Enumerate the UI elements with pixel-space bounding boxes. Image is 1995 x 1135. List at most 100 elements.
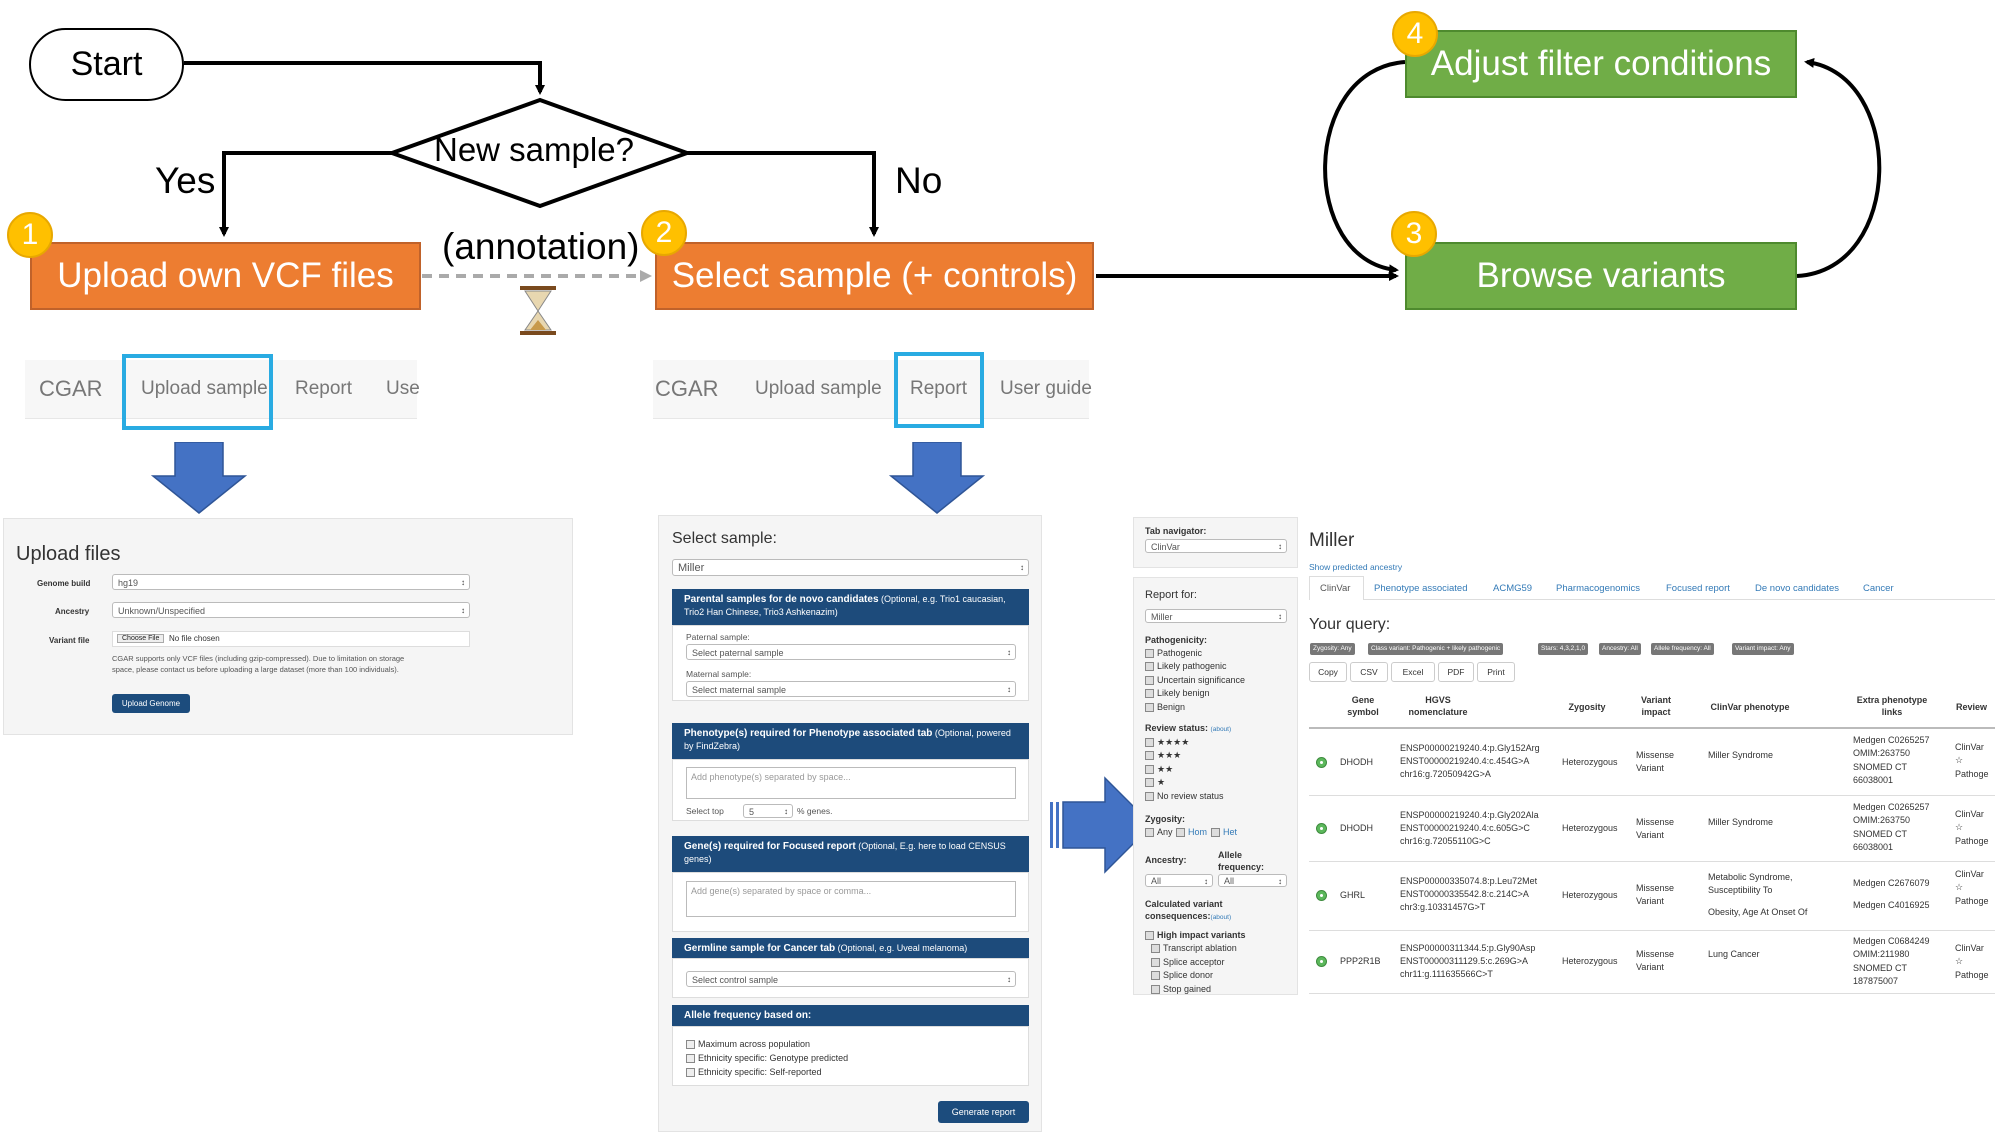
path-pathogenic[interactable]: Pathogenic	[1145, 648, 1202, 658]
show-ancestry-link[interactable]: Show predicted ancestry	[1309, 562, 1403, 572]
cell-link-3[interactable]: SNOMED CT	[1853, 963, 1907, 973]
col-gene-symbol[interactable]: Gene symbol	[1347, 695, 1379, 717]
cons-high-impact[interactable]: High impact variants	[1145, 930, 1246, 940]
cell-review-1[interactable]: ClinVar	[1955, 869, 1984, 879]
sample-select[interactable]: Miller	[672, 559, 1029, 576]
gene-input[interactable]: Add gene(s) separated by space or comma.…	[686, 881, 1016, 917]
highlight-report-tab	[894, 352, 984, 428]
generate-report-button[interactable]: Generate report	[938, 1101, 1029, 1123]
expand-row-icon[interactable]	[1316, 890, 1327, 901]
cell-link-3[interactable]: SNOMED CT	[1853, 829, 1907, 839]
navbar-brand[interactable]: CGAR	[39, 376, 103, 401]
col-zygosity[interactable]: Zygosity	[1568, 702, 1606, 712]
cell-link-1[interactable]: Medgen C0684249	[1853, 936, 1930, 946]
highlight-upload-tab	[122, 354, 273, 430]
pdf-button[interactable]: PDF	[1438, 662, 1474, 682]
select-sample-title: Select sample:	[672, 530, 777, 547]
tab-focused-report[interactable]: Focused report	[1666, 583, 1730, 594]
cons-transcript-ablation[interactable]: Transcript ablation	[1151, 943, 1237, 953]
cell-link-1[interactable]: Medgen C0265257	[1853, 735, 1930, 745]
col-clinvar-phenotype[interactable]: ClinVar phenotype	[1710, 702, 1790, 712]
excel-button[interactable]: Excel	[1391, 662, 1435, 682]
choose-file-button[interactable]: Choose File	[117, 634, 165, 643]
path-uncertain[interactable]: Uncertain significance	[1145, 675, 1245, 685]
cell-link-4[interactable]: 187875007	[1853, 976, 1899, 986]
copy-button[interactable]: Copy	[1309, 662, 1347, 682]
nav-report[interactable]: Report	[295, 378, 353, 399]
cell-review-1[interactable]: ClinVar	[1955, 809, 1984, 819]
cell-link-2[interactable]: Medgen C4016925	[1853, 900, 1930, 910]
ancestry-filter-select[interactable]: All	[1145, 874, 1213, 887]
paternal-select[interactable]: Select paternal sample	[686, 644, 1016, 660]
allele-option-genotype[interactable]: Ethnicity specific: Genotype predicted	[686, 1053, 848, 1063]
col-review[interactable]: Review	[1956, 702, 1988, 712]
row-divider	[1309, 993, 1995, 994]
cell-link-2[interactable]: OMIM:263750	[1853, 748, 1911, 758]
cons-about-link[interactable]: (about)	[1210, 914, 1232, 921]
review-none[interactable]: No review status	[1145, 791, 1224, 801]
tab-de-novo[interactable]: De novo candidates	[1755, 583, 1839, 594]
gene-head-rest: (Optional, E.g. here to load CENSUS gene…	[684, 841, 1006, 864]
col-hgvs[interactable]: HGVS nomenclature	[1408, 695, 1468, 717]
nav-upload-sample[interactable]: Upload sample	[755, 378, 882, 399]
review-3-stars[interactable]: ★★★	[1145, 750, 1181, 761]
navbar-brand[interactable]: CGAR	[655, 376, 719, 401]
upload-genome-button[interactable]: Upload Genome	[112, 694, 190, 713]
nav-user-guide[interactable]: Use	[386, 378, 420, 399]
expand-row-icon[interactable]	[1316, 956, 1327, 967]
cell-hgvs-2: ENST00000311129.5:c.269G>A	[1400, 956, 1529, 966]
genome-build-label: Genome build	[37, 579, 91, 588]
phenotype-input[interactable]: Add phenotype(s) separated by space...	[686, 767, 1016, 799]
cons-splice-donor[interactable]: Splice donor	[1151, 970, 1213, 980]
path-likely-benign[interactable]: Likely benign	[1145, 688, 1210, 698]
zygosity-hom[interactable]: Hom	[1176, 827, 1207, 837]
tab-cancer[interactable]: Cancer	[1863, 583, 1894, 594]
cell-link-1[interactable]: Medgen C2676079	[1853, 878, 1930, 888]
upload-node-label: Upload own VCF files	[57, 256, 394, 295]
decision-diamond	[386, 97, 693, 209]
review-1-star[interactable]: ★	[1145, 777, 1165, 788]
cell-link-1[interactable]: Medgen C0265257	[1853, 802, 1930, 812]
expand-row-icon[interactable]	[1316, 823, 1327, 834]
cell-review-1[interactable]: ClinVar	[1955, 943, 1984, 953]
path-benign[interactable]: Benign	[1145, 702, 1185, 712]
cell-link-4[interactable]: 66038001	[1853, 775, 1894, 785]
tab-clinvar[interactable]: ClinVar	[1320, 583, 1351, 594]
variant-file-input[interactable]: Choose File No file chosen	[112, 631, 470, 647]
maternal-select[interactable]: Select maternal sample	[686, 681, 1016, 697]
cons-splice-acceptor[interactable]: Splice acceptor	[1151, 957, 1225, 967]
review-about-link[interactable]: (about)	[1210, 726, 1232, 733]
report-for-select[interactable]: Miller	[1145, 609, 1287, 623]
allele-option-max[interactable]: Maximum across population	[686, 1039, 810, 1049]
allele-filter-select[interactable]: All	[1218, 874, 1287, 887]
top-percent-select[interactable]: 5	[743, 804, 793, 818]
select-top-label: Select top	[686, 806, 724, 816]
nav-report[interactable]: Report	[910, 378, 968, 399]
cell-link-2[interactable]: OMIM:211980	[1853, 949, 1910, 959]
zygosity-any[interactable]: Any	[1145, 827, 1173, 837]
print-button[interactable]: Print	[1477, 662, 1515, 682]
tab-acmg59[interactable]: ACMG59	[1493, 583, 1533, 594]
allele-option-self[interactable]: Ethnicity specific: Self-reported	[686, 1067, 822, 1077]
col-extra-links[interactable]: Extra phenotype links	[1856, 695, 1928, 717]
nav-upload-sample[interactable]: Upload sample	[141, 378, 268, 399]
review-4-stars[interactable]: ★★★★	[1145, 737, 1189, 748]
nav-user-guide[interactable]: User guide	[1000, 378, 1092, 399]
review-2-stars[interactable]: ★★	[1145, 764, 1173, 775]
expand-row-icon[interactable]	[1316, 757, 1327, 768]
cell-link-3[interactable]: SNOMED CT	[1853, 762, 1907, 772]
path-likely-pathogenic[interactable]: Likely pathogenic	[1145, 661, 1227, 671]
tab-pharmacogenomics[interactable]: Pharmacogenomics	[1556, 583, 1640, 594]
tab-phenotype-associated[interactable]: Phenotype associated	[1374, 583, 1468, 594]
control-select[interactable]: Select control sample	[686, 971, 1016, 987]
ancestry-select[interactable]: Unknown/Unspecified	[112, 602, 470, 618]
zygosity-het[interactable]: Het	[1211, 827, 1237, 837]
csv-button[interactable]: CSV	[1350, 662, 1388, 682]
genome-build-select[interactable]: hg19	[112, 574, 470, 590]
cell-link-4[interactable]: 66038001	[1853, 842, 1894, 852]
cell-link-2[interactable]: OMIM:263750	[1853, 815, 1911, 825]
col-variant-impact[interactable]: Variant impact	[1640, 695, 1671, 717]
cell-review-1[interactable]: ClinVar	[1955, 742, 1984, 752]
cons-stop-gained[interactable]: Stop gained	[1151, 984, 1211, 994]
tab-navigator-select[interactable]: ClinVar	[1145, 539, 1287, 553]
